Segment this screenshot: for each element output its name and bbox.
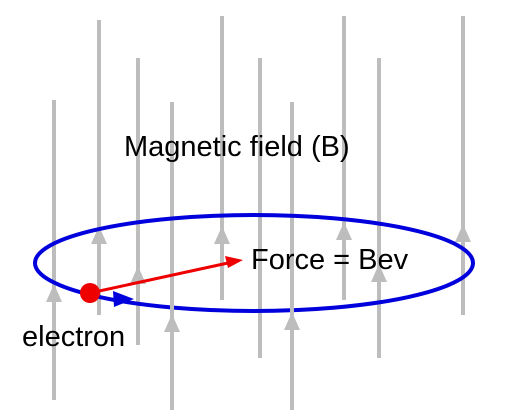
field-arrowhead: [371, 264, 387, 282]
field-arrowhead: [214, 226, 230, 244]
magnetic-field-lines-back: [52, 16, 465, 410]
force-label: Force = Bev: [251, 244, 409, 276]
field-arrowhead: [46, 284, 62, 302]
electron-label: electron: [22, 321, 125, 353]
field-arrowhead: [130, 266, 146, 284]
electron-orbit: [33, 213, 475, 313]
field-arrowhead: [336, 222, 352, 240]
magnetic-field-lines-front: [52, 300, 294, 330]
electron-dot: [80, 283, 100, 303]
force-vector-arrowhead: [225, 256, 243, 268]
field-arrowhead: [455, 224, 471, 242]
magnetic-field-label: Magnetic field (B): [124, 131, 350, 163]
motion-direction-arrowhead: [113, 291, 134, 307]
field-arrowhead: [91, 226, 107, 244]
force-vector-line: [89, 261, 229, 295]
